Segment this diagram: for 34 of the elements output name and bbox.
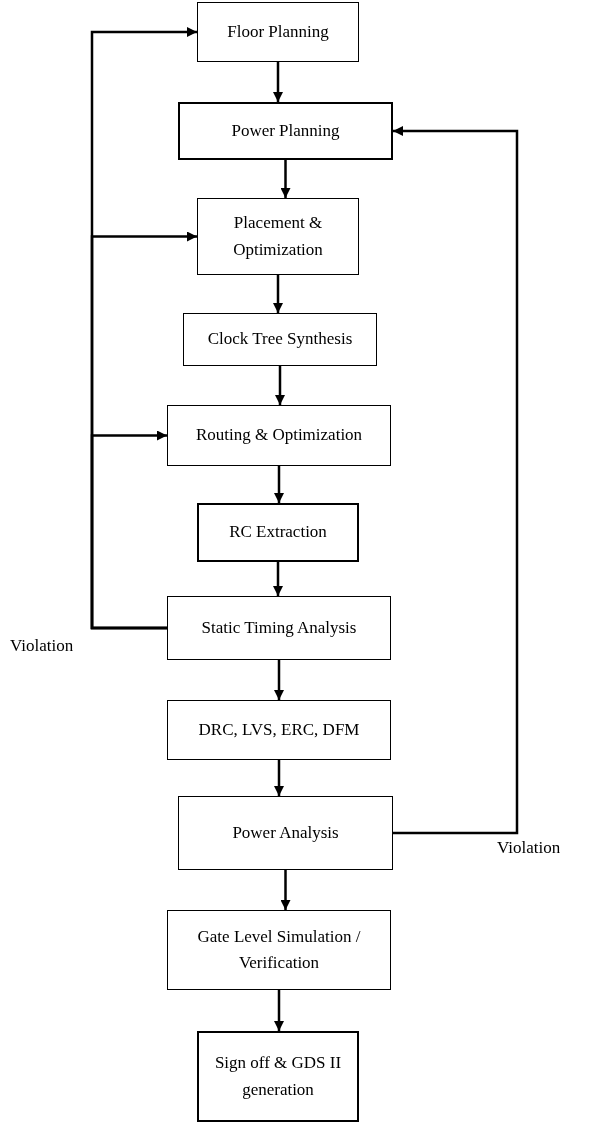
arrow xyxy=(273,275,283,313)
arrow xyxy=(274,466,284,503)
step-label: Gate Level Simulation / Verification xyxy=(196,925,362,974)
step-label: RC Extraction xyxy=(229,521,327,544)
process-box xyxy=(167,405,391,466)
process-box xyxy=(197,1031,359,1122)
arrow xyxy=(273,62,283,102)
process-box xyxy=(197,198,359,275)
process-box xyxy=(197,503,359,562)
arrow xyxy=(274,660,284,700)
step-label: Clock Tree Synthesis xyxy=(207,328,353,351)
step-label: Sign off & GDS II generation xyxy=(213,1052,343,1101)
step-label: Routing & Optimization xyxy=(195,424,363,447)
process-box xyxy=(178,796,393,870)
arrow xyxy=(275,366,285,405)
arrow xyxy=(393,126,519,835)
step-label: Power Planning xyxy=(231,119,340,142)
process-box xyxy=(178,102,393,160)
arrow xyxy=(274,760,284,796)
process-box xyxy=(167,596,391,660)
arrow xyxy=(274,990,284,1031)
step-label: Floor Planning xyxy=(227,20,329,43)
process-box xyxy=(183,313,377,366)
process-box xyxy=(197,2,359,62)
step-label: Placement & Optimization xyxy=(232,212,324,261)
step-label: Power Analysis xyxy=(232,821,339,844)
arrow xyxy=(90,430,167,630)
arrow xyxy=(273,562,283,596)
process-box xyxy=(167,910,391,990)
step-label: Static Timing Analysis xyxy=(201,616,357,639)
arrow xyxy=(280,870,291,910)
step-label: DRC, LVS, ERC, DFM xyxy=(198,718,360,741)
arrow xyxy=(280,160,291,198)
process-box xyxy=(167,700,391,760)
